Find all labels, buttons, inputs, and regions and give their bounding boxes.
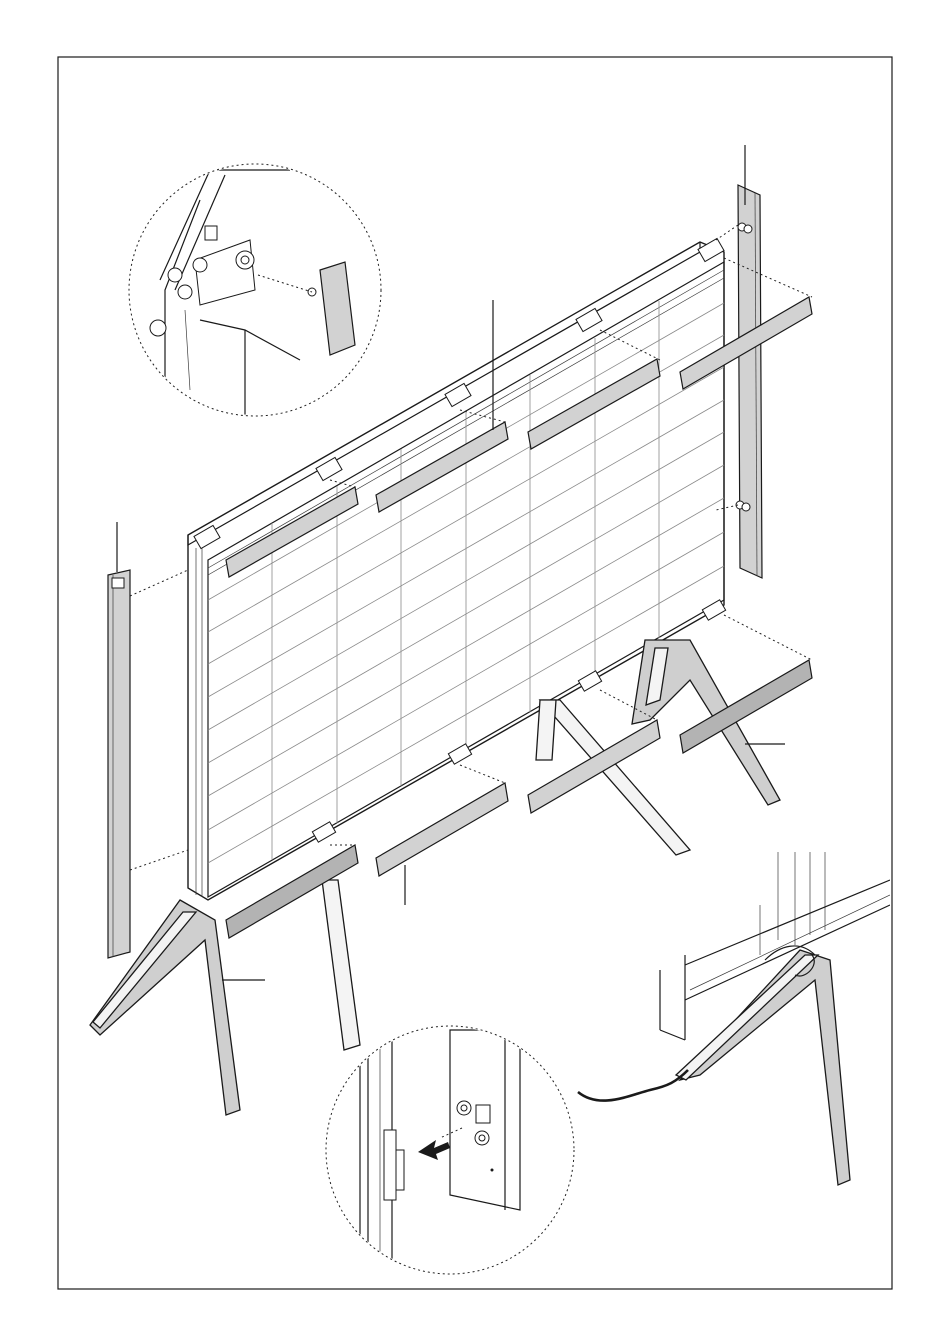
top-bracket-detail [129, 164, 381, 420]
left-side-trim [108, 570, 130, 958]
cable-detail [578, 852, 890, 1185]
arrow-icon [418, 1140, 450, 1160]
cable [578, 1070, 688, 1101]
right-side-trim [736, 185, 762, 578]
side-bracket-detail [326, 1026, 574, 1280]
